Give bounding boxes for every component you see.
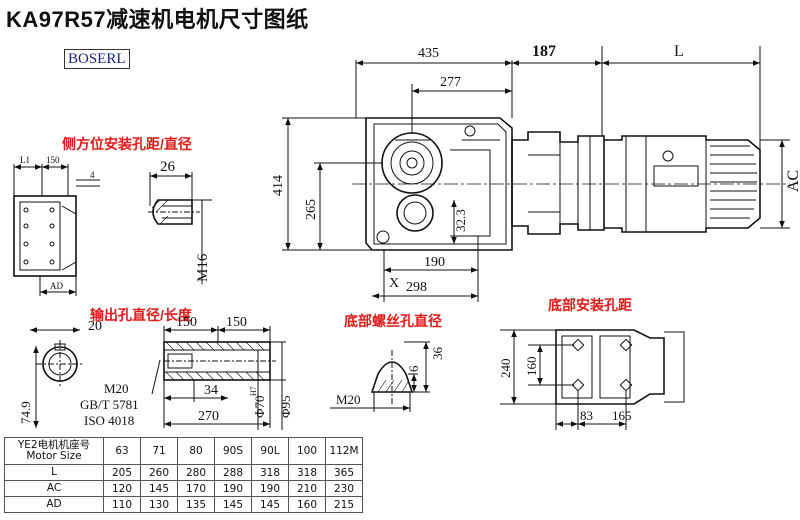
row-label: AD <box>4 496 104 513</box>
output-shaft-view: 输出孔直径/长度 20 74.9 150 150 M20 GB/T 5781 I… <box>18 307 293 430</box>
table-cell: 135 <box>177 496 215 513</box>
section-side-mount-title: 侧方位安装孔距/直径 <box>62 136 192 152</box>
row-label: L <box>4 464 104 481</box>
dim-M16: M16 <box>195 253 211 282</box>
side-mount-view: 侧方位安装孔距/直径 L1 150 4 AD 26 <box>13 136 212 296</box>
table-cell: 120 <box>103 480 141 497</box>
dim-AD: AD <box>50 281 63 291</box>
table-cell: 318 <box>251 464 289 481</box>
gb-standard: GB/T 5781 <box>80 397 139 412</box>
table-cell: 145 <box>140 480 178 497</box>
dim-187: 187 <box>532 43 556 60</box>
bottom-mount-view: 底部安装孔距 240 160 83 165 <box>498 297 685 430</box>
dim-phi70: Φ70 <box>252 395 267 418</box>
table-cell: 210 <box>288 480 326 497</box>
section-bottom-mount-title: 底部安装孔距 <box>548 297 632 313</box>
dim-side-4: 4 <box>90 170 95 180</box>
table-row: AC 120 145 170 190 190 210 230 <box>4 480 363 497</box>
table-cell: 318 <box>288 464 326 481</box>
intermediate-reducer <box>511 131 605 235</box>
size-cell: 63 <box>103 437 141 465</box>
dim-shaft-150a: 150 <box>176 315 197 330</box>
dim-shaft-20: 20 <box>88 319 102 334</box>
dim-298: 298 <box>406 280 427 295</box>
iso-standard: ISO 4018 <box>84 413 134 428</box>
dim-thread-M20: M20 <box>336 392 361 407</box>
dim-190: 190 <box>424 255 445 270</box>
size-cell: 90S <box>214 437 252 465</box>
dim-bottom-83: 83 <box>580 408 593 423</box>
header-en: Motor Size <box>26 450 82 462</box>
dim-thread-36: 36 <box>430 347 445 361</box>
dim-phi70-tol: H7 <box>249 386 258 396</box>
dim-32-3: 32.3 <box>453 209 468 232</box>
table-cell: 205 <box>103 464 141 481</box>
dim-L1: L1 <box>20 155 30 165</box>
table-cell: 145 <box>214 496 252 513</box>
section-output-shaft-title: 输出孔直径/长度 <box>90 307 193 323</box>
dim-74-9: 74.9 <box>18 401 33 424</box>
dim-phi95: Φ95 <box>278 395 293 418</box>
table-cell: 130 <box>140 496 178 513</box>
header-cn: YE2电机机座号 <box>17 439 91 451</box>
size-cell: 90L <box>251 437 289 465</box>
table-cell: 145 <box>251 496 289 513</box>
motor-size-table: YE2电机机座号 Motor Size 63 71 80 90S 90L 100… <box>4 437 363 513</box>
row-label: AC <box>4 480 104 497</box>
table-row: AD 110 130 135 145 145 160 215 <box>4 496 363 513</box>
table-cell: 280 <box>177 464 215 481</box>
table-header-row: YE2电机机座号 Motor Size 63 71 80 90S 90L 100… <box>4 437 363 465</box>
table-cell: 190 <box>251 480 289 497</box>
dim-side-150: 150 <box>46 155 60 165</box>
size-cell: 100 <box>288 437 326 465</box>
dim-bottom-240: 240 <box>498 359 513 379</box>
size-cell: 80 <box>177 437 215 465</box>
dim-414: 414 <box>271 175 286 196</box>
main-dimensions: 435 187 L 277 414 265 32.3 <box>271 43 800 302</box>
table-row: L 205 260 280 288 318 318 365 <box>4 464 363 481</box>
dim-277: 277 <box>440 75 461 90</box>
page-title: KA97R57减速机电机尺寸图纸 <box>6 7 309 32</box>
dim-bottom-160: 160 <box>524 357 539 377</box>
table-cell: 170 <box>177 480 215 497</box>
table-cell: 230 <box>325 480 363 497</box>
dim-shaft-270: 270 <box>198 409 219 424</box>
dim-shaft-150b: 150 <box>226 315 247 330</box>
table-cell: 260 <box>140 464 178 481</box>
table-cell: 110 <box>103 496 141 513</box>
gearbox-body <box>365 117 513 251</box>
technical-drawing: 435 187 L 277 414 265 32.3 <box>13 43 800 430</box>
bottom-thread-view: 底部螺丝孔直径 36 6 M20 <box>330 313 445 412</box>
table-cell: 190 <box>214 480 252 497</box>
dim-side-26: 26 <box>160 159 176 175</box>
dim-shaft-M20: M20 <box>104 381 129 396</box>
dim-L: L <box>674 43 684 60</box>
dim-shaft-34: 34 <box>204 383 218 398</box>
table-cell: 215 <box>325 496 363 513</box>
main-view: 435 187 L 277 414 265 32.3 <box>271 43 800 302</box>
dim-435: 435 <box>418 46 439 61</box>
dim-bottom-165: 165 <box>612 408 632 423</box>
section-bottom-thread-title: 底部螺丝孔直径 <box>344 313 442 329</box>
table-header-cell: YE2电机机座号 Motor Size <box>4 437 104 465</box>
dim-265: 265 <box>304 199 319 220</box>
table-cell: 365 <box>325 464 363 481</box>
size-cell: 71 <box>140 437 178 465</box>
table-cell: 160 <box>288 496 326 513</box>
size-cell: 112M <box>325 437 363 465</box>
dim-X: X <box>389 276 399 291</box>
brand-logo: BOSERL <box>64 49 130 69</box>
dim-AC: AC <box>785 170 800 192</box>
table-cell: 288 <box>214 464 252 481</box>
dim-thread-6: 6 <box>406 365 421 372</box>
